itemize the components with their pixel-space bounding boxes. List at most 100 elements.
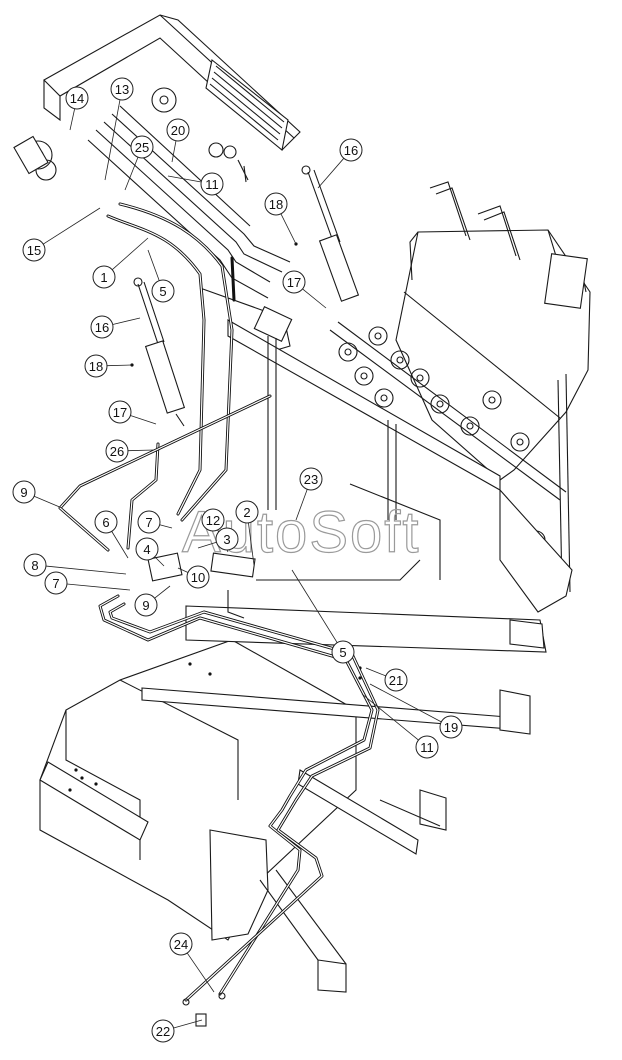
callout-leader	[361, 693, 419, 741]
callout-leader	[159, 524, 173, 529]
callout-circle	[331, 640, 355, 664]
callout-circle	[339, 138, 363, 162]
callout-leader	[66, 583, 131, 591]
callout-18: 18	[264, 192, 297, 245]
callout-11: 11	[167, 172, 224, 196]
callout-circle	[299, 467, 323, 491]
callout-number: 6	[102, 515, 109, 530]
callout-leader	[124, 157, 139, 191]
callout-5: 5	[291, 569, 355, 664]
callout-number: 5	[159, 284, 166, 299]
callout-circle	[151, 1019, 175, 1043]
callout-circle	[186, 565, 210, 589]
callout-number: 13	[115, 82, 129, 97]
callout-number: 18	[89, 359, 103, 374]
callout-number: 16	[344, 143, 358, 158]
callout-number: 2	[243, 505, 250, 520]
callout-circle	[235, 500, 259, 524]
callout-2: 2	[235, 500, 259, 566]
callout-leader	[280, 213, 297, 245]
callout-circle	[166, 118, 190, 142]
callout-circle	[65, 86, 89, 110]
callout-circle	[92, 265, 116, 289]
callout-circle	[384, 668, 408, 692]
callout-15: 15	[22, 207, 101, 262]
callout-number: 9	[142, 598, 149, 613]
callout-number: 1	[100, 270, 107, 285]
callout-6: 6	[94, 510, 129, 559]
callout-9: 9	[134, 585, 171, 617]
callout-circle	[134, 593, 158, 617]
callout-leader	[154, 556, 165, 567]
callout-number: 4	[143, 542, 150, 557]
callout-number: 23	[304, 472, 318, 487]
callout-10: 10	[177, 565, 210, 589]
callout-3: 3	[197, 527, 239, 551]
callout-leader	[248, 522, 255, 566]
callout-number: 18	[269, 197, 283, 212]
callout-25: 25	[124, 135, 154, 191]
callout-leader	[291, 569, 338, 643]
callout-circle	[22, 238, 46, 262]
callout-leader	[167, 175, 202, 183]
inclined-elevator-body	[227, 181, 591, 613]
callout-number: 26	[110, 444, 124, 459]
callout-7: 7	[44, 571, 131, 595]
callout-circle	[200, 172, 224, 196]
callout-number: 8	[31, 558, 38, 573]
callout-7: 7	[137, 510, 173, 534]
callout-leader	[317, 158, 345, 189]
callout-circle	[44, 571, 68, 595]
callout-1: 1	[92, 237, 149, 289]
callout-number: 11	[205, 177, 219, 192]
callout-number: 12	[206, 513, 220, 528]
callout-14: 14	[65, 86, 89, 131]
callout-circle	[23, 553, 47, 577]
callout-leader	[365, 667, 386, 677]
callout-17: 17	[108, 400, 157, 425]
callout-circle	[130, 135, 154, 159]
callout-leader	[33, 495, 63, 509]
callout-23: 23	[295, 467, 323, 521]
hydraulic-cylinder-right	[301, 165, 360, 302]
callout-leader	[171, 140, 177, 163]
callout-leader	[112, 317, 141, 325]
callout-leader	[111, 531, 129, 559]
callout-20: 20	[166, 118, 190, 163]
callout-number: 15	[27, 243, 41, 258]
callout-leader	[369, 683, 442, 723]
callout-leader	[147, 249, 160, 281]
callout-circle	[137, 510, 161, 534]
callout-circle	[94, 510, 118, 534]
callout-number: 25	[135, 140, 149, 155]
callout-24: 24	[169, 932, 215, 993]
callout-number: 24	[174, 937, 188, 952]
callout-number: 5	[339, 645, 346, 660]
callout-circle	[201, 508, 225, 532]
callout-number: 17	[113, 405, 127, 420]
callout-leader	[302, 288, 327, 309]
callout-13: 13	[104, 77, 134, 181]
callout-17: 17	[282, 270, 327, 309]
callout-number: 19	[444, 720, 458, 735]
callout-19: 19	[369, 683, 463, 739]
callout-circle	[12, 480, 36, 504]
callout-circle	[108, 400, 132, 424]
callout-leader	[177, 567, 189, 573]
callout-leader	[186, 952, 215, 993]
callout-circle	[90, 315, 114, 339]
callout-number: 21	[389, 673, 403, 688]
callout-number: 7	[145, 515, 152, 530]
callout-18: 18	[84, 354, 133, 378]
hydraulic-cylinder-left	[133, 277, 186, 427]
callout-leader	[106, 364, 133, 367]
callout-11: 11	[361, 693, 439, 759]
upper-elevator-frame	[13, 14, 301, 353]
callout-leader	[43, 207, 101, 245]
callout-leader	[111, 237, 149, 271]
callout-circle	[264, 192, 288, 216]
callout-22: 22	[151, 1019, 203, 1043]
callout-circle	[135, 537, 159, 561]
